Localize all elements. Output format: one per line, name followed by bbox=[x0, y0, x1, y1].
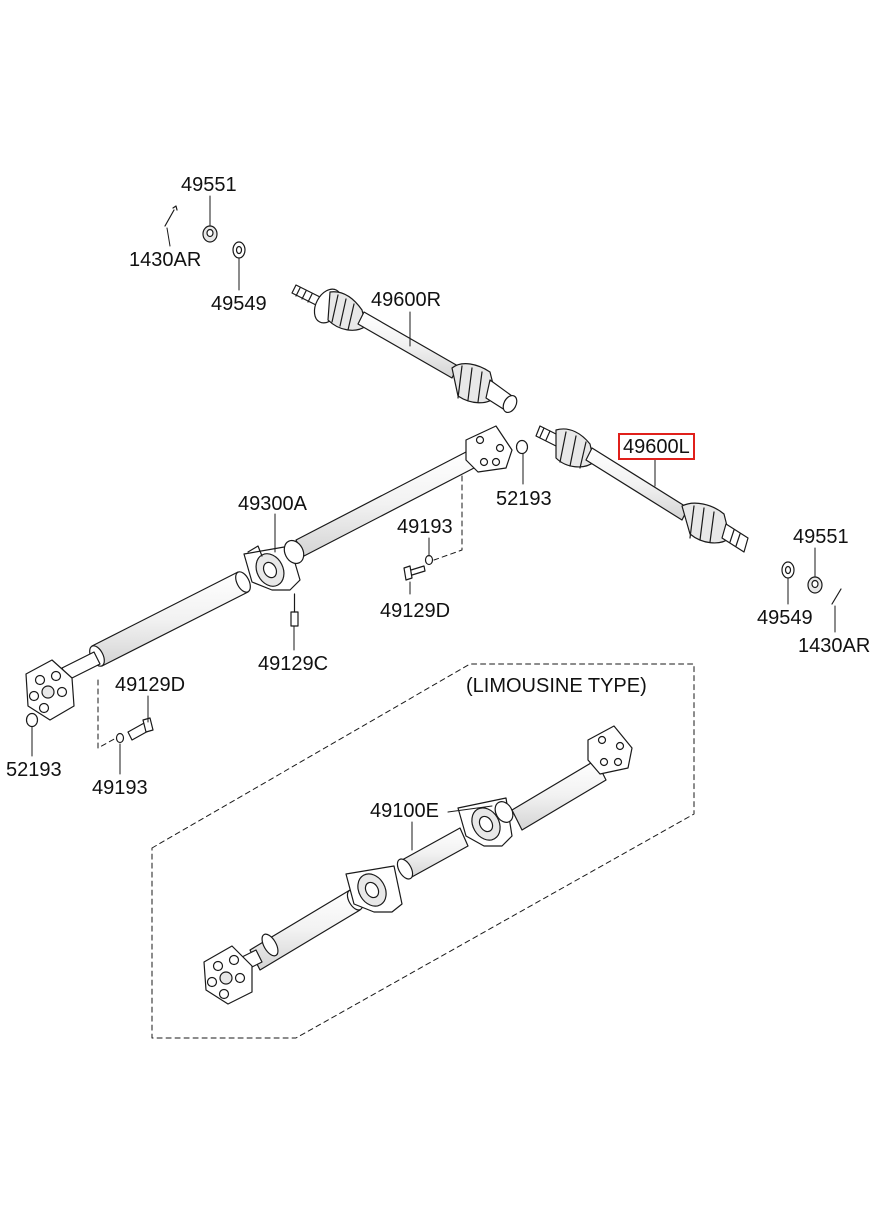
label-49600L-highlighted[interactable]: 49600L bbox=[618, 433, 695, 460]
label-49551-top[interactable]: 49551 bbox=[181, 174, 237, 196]
label-49193-left[interactable]: 49193 bbox=[92, 777, 148, 799]
washer-right[interactable] bbox=[781, 561, 795, 579]
label-49129D-mid[interactable]: 49129D bbox=[380, 600, 451, 622]
propeller-shaft-assembly[interactable] bbox=[25, 425, 513, 721]
castle-nut-right[interactable] bbox=[807, 576, 823, 594]
nut-52193-right[interactable] bbox=[515, 439, 529, 455]
bolt-49129C[interactable] bbox=[290, 593, 299, 627]
bolt-49129D-left[interactable] bbox=[127, 717, 154, 741]
label-1430AR-right[interactable]: 1430AR bbox=[798, 635, 871, 657]
label-49549-top[interactable]: 49549 bbox=[211, 293, 267, 315]
nut-52193-left[interactable] bbox=[25, 712, 39, 728]
label-1430AR-top[interactable]: 1430AR bbox=[129, 249, 202, 271]
label-49300A[interactable]: 49300A bbox=[238, 493, 307, 515]
label-49600R[interactable]: 49600R bbox=[371, 289, 442, 311]
cotter-pin-right[interactable] bbox=[831, 588, 842, 605]
label-49549-right[interactable]: 49549 bbox=[757, 607, 813, 629]
label-52193-right[interactable]: 52193 bbox=[496, 488, 552, 510]
drive-shaft-right[interactable] bbox=[291, 284, 520, 414]
washer-top[interactable] bbox=[232, 241, 246, 259]
washer-49193-mid[interactable] bbox=[424, 554, 434, 566]
label-49129D-left[interactable]: 49129D bbox=[115, 674, 186, 696]
leader-lines bbox=[31, 195, 836, 851]
label-49193-mid[interactable]: 49193 bbox=[397, 516, 453, 538]
castle-nut-top[interactable] bbox=[202, 225, 218, 243]
label-52193-left[interactable]: 52193 bbox=[6, 759, 62, 781]
label-49551-right[interactable]: 49551 bbox=[793, 526, 849, 548]
cotter-pin-top[interactable] bbox=[164, 209, 175, 227]
drive-shaft-left[interactable] bbox=[535, 425, 749, 553]
label-49129C[interactable]: 49129C bbox=[258, 653, 329, 675]
dashed-references bbox=[97, 475, 695, 1039]
bolt-49129D-mid[interactable] bbox=[403, 565, 426, 581]
washer-49193-left[interactable] bbox=[115, 732, 125, 744]
label-49100E[interactable]: 49100E bbox=[370, 800, 439, 822]
limousine-type-caption: (LIMOUSINE TYPE) bbox=[466, 675, 647, 697]
limousine-propeller-shaft[interactable] bbox=[203, 725, 633, 1005]
